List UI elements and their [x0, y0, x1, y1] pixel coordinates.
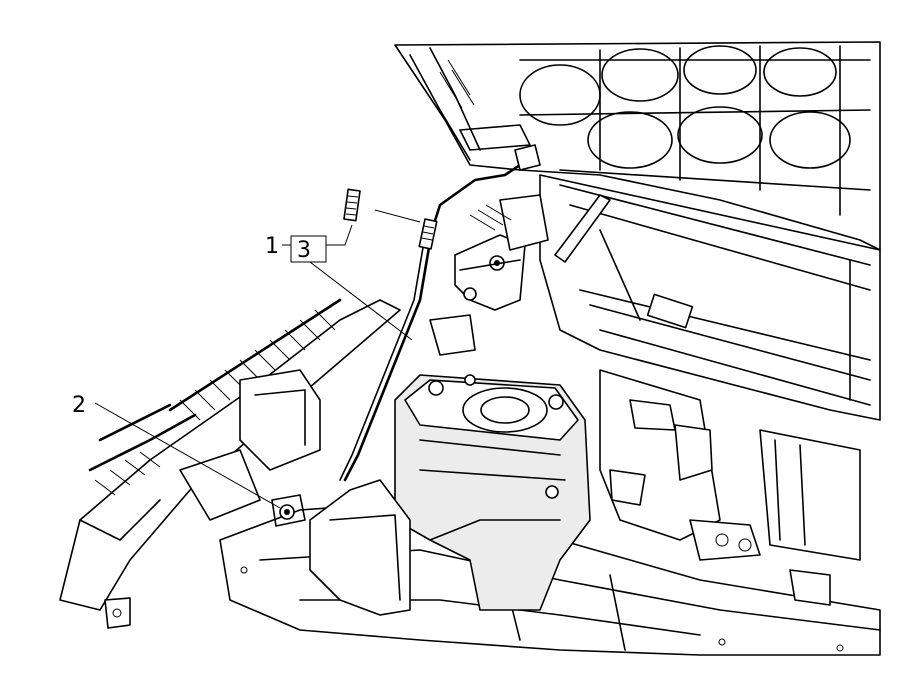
radiator-support	[539, 174, 881, 421]
callout-labels: 1 2 3	[72, 234, 311, 418]
callout-2-label: 2	[72, 393, 86, 418]
retainer-clip	[343, 188, 361, 222]
strut-tower	[394, 374, 591, 611]
callout-3-label: 3	[297, 238, 311, 263]
firewall-components	[599, 369, 861, 606]
callout-leaders	[94, 209, 421, 509]
hood-prop-rod	[339, 144, 541, 482]
prop-rod-grommet	[271, 494, 306, 527]
inner-fender	[179, 369, 411, 616]
hood-underside	[394, 41, 881, 251]
hood-hinge-bracket	[429, 194, 549, 356]
callout-1-label: 1	[265, 234, 279, 259]
